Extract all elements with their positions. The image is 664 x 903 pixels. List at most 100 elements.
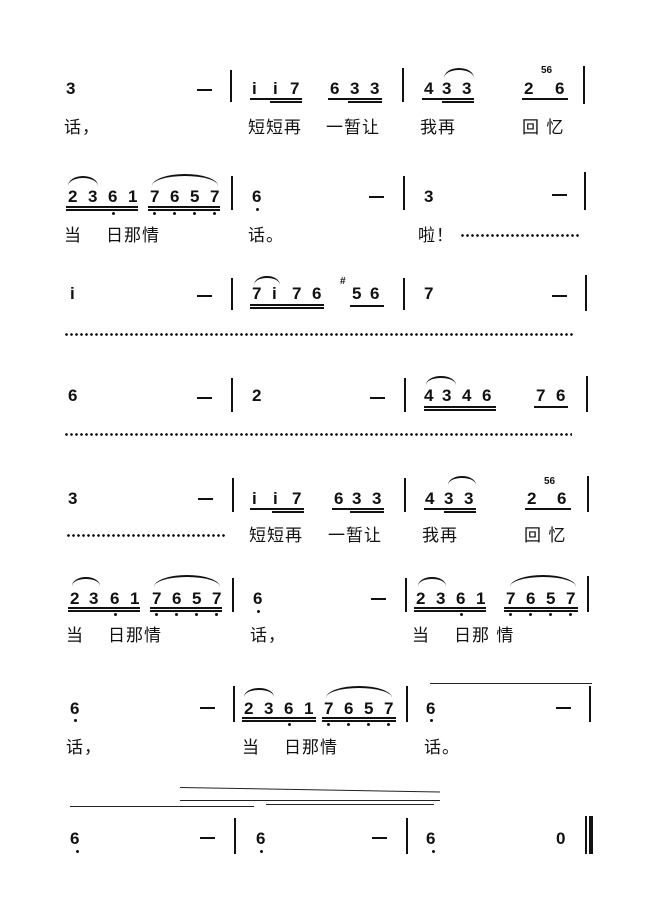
lyric: 回 忆 xyxy=(522,118,565,138)
low-octave-dot xyxy=(529,613,532,616)
note: 6 xyxy=(284,699,294,718)
dash-sustain xyxy=(370,397,385,399)
note: 6 xyxy=(456,589,466,608)
note: 6 xyxy=(557,489,567,508)
note: 6 xyxy=(68,386,78,405)
note: 2 xyxy=(68,187,78,206)
note: 5 xyxy=(192,589,202,608)
grace-note: 56 xyxy=(541,65,553,76)
note: 2 xyxy=(416,589,426,608)
underline xyxy=(534,406,568,408)
lyric: 当 xyxy=(66,626,84,646)
note: 6 xyxy=(426,699,436,718)
low-octave-dot xyxy=(175,613,178,616)
note: 4 xyxy=(425,489,435,508)
note: 1 xyxy=(476,589,486,608)
underline xyxy=(250,304,324,306)
barline xyxy=(234,818,236,854)
crescendo-line xyxy=(179,787,440,793)
low-octave-dot xyxy=(430,719,433,722)
lyric: 我再 xyxy=(422,526,458,546)
barline xyxy=(406,818,408,854)
low-octave-dot xyxy=(367,723,370,726)
dotted-continuation xyxy=(460,234,580,237)
note: 0 xyxy=(556,829,566,848)
note: 6 xyxy=(70,829,80,848)
underline xyxy=(66,209,138,211)
note: 3 xyxy=(350,79,360,98)
barline xyxy=(231,378,233,412)
barline xyxy=(587,476,589,512)
barline xyxy=(403,176,405,210)
barline xyxy=(402,68,404,102)
slur xyxy=(426,376,456,385)
barline xyxy=(232,478,234,512)
note: 1 xyxy=(130,589,140,608)
note: 7 xyxy=(292,489,302,508)
lyric: 一暂让 xyxy=(328,526,382,546)
slur xyxy=(418,577,446,586)
note: 4 xyxy=(462,386,472,405)
lyric: 当 xyxy=(242,738,260,758)
dash-sustain xyxy=(556,707,571,709)
note: i xyxy=(273,79,278,98)
lyric: 我再 xyxy=(420,118,456,138)
dash-sustain xyxy=(200,707,215,709)
lyric: 话， xyxy=(64,118,100,138)
slur xyxy=(448,476,476,485)
note: 3 xyxy=(89,589,99,608)
barline xyxy=(404,478,406,512)
dotted-continuation xyxy=(64,333,574,336)
lyric: 当 xyxy=(412,626,430,646)
dash-sustain xyxy=(372,837,387,839)
underline xyxy=(328,98,382,100)
barline xyxy=(231,278,233,310)
crescendo-line xyxy=(180,800,440,801)
low-octave-dot xyxy=(193,212,196,215)
note: 6 xyxy=(330,79,340,98)
underline xyxy=(424,508,476,510)
note: 2 xyxy=(524,79,534,98)
note: 6 xyxy=(482,386,492,405)
note: 6 xyxy=(172,589,182,608)
low-octave-dot xyxy=(215,613,218,616)
underline xyxy=(444,511,476,513)
note: 4 xyxy=(424,386,434,405)
underline xyxy=(66,206,138,208)
lyric: 日那 情 xyxy=(454,626,515,646)
note: 4 xyxy=(424,79,434,98)
note: 3 xyxy=(352,489,362,508)
note: 3 xyxy=(442,386,452,405)
note: 6 xyxy=(70,699,80,718)
underline xyxy=(322,720,396,722)
low-octave-dot xyxy=(387,723,390,726)
slur xyxy=(244,688,274,697)
underline xyxy=(422,98,474,100)
note: 7 xyxy=(290,79,300,98)
note: 6 xyxy=(110,589,120,608)
note: 7 xyxy=(566,589,576,608)
note: 2 xyxy=(244,699,254,718)
barline xyxy=(232,578,234,612)
note: 7 xyxy=(384,699,394,718)
low-octave-dot xyxy=(256,208,259,211)
low-octave-dot xyxy=(460,613,463,616)
note: i xyxy=(272,284,277,303)
note: 7 xyxy=(292,284,302,303)
note: i xyxy=(252,489,257,508)
note: 6 xyxy=(253,589,263,608)
underline xyxy=(348,101,382,103)
slur xyxy=(72,577,100,586)
note: 6 xyxy=(344,699,354,718)
note: 7 xyxy=(506,589,516,608)
barline xyxy=(231,176,233,210)
note: 7 xyxy=(150,187,160,206)
lyric: 话。 xyxy=(248,226,284,246)
final-barline-thin xyxy=(585,816,587,854)
dash-sustain xyxy=(371,598,386,600)
dotted-continuation xyxy=(66,534,226,537)
dotted-continuation xyxy=(64,433,572,436)
note: 3 xyxy=(444,489,454,508)
note: 7 xyxy=(536,386,546,405)
lyric: 日那情 xyxy=(284,738,338,758)
